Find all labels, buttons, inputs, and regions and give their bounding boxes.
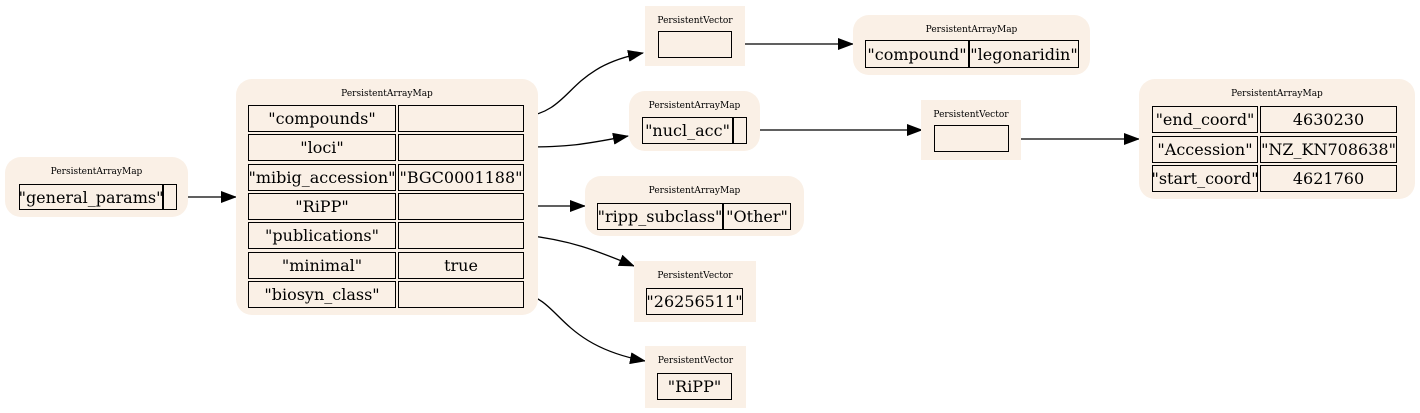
- map-value-cell: "legonaridin": [969, 40, 1079, 68]
- vector-item-port: [934, 125, 1009, 152]
- map-key-cell: "end_coord": [1152, 106, 1258, 133]
- map-value-cell: [398, 192, 524, 220]
- map-value-cell: true: [398, 251, 524, 279]
- map-key-cell: "start_coord": [1151, 165, 1259, 192]
- node-type-label: PersistentVector: [657, 356, 734, 366]
- compounds-vector-node: PersistentVector: [645, 6, 745, 66]
- nucl-acc-vector-node: PersistentVector: [921, 100, 1021, 160]
- main-map-node: PersistentArrayMap "compounds""loci""mib…: [236, 79, 538, 315]
- map-key-cell: "RiPP": [248, 192, 396, 220]
- map-key-cell: "compounds": [248, 105, 396, 132]
- map-key-cell: "minimal": [248, 251, 396, 279]
- node-type-label: PersistentVector: [933, 110, 1009, 120]
- ripp-map-node: PersistentArrayMap "ripp_subclass" "Othe…: [585, 176, 804, 236]
- map-key-cell: "ripp_subclass": [597, 203, 723, 230]
- map-value-cell: [398, 280, 524, 308]
- node-type-label: PersistentVector: [657, 271, 733, 281]
- node-type-label: PersistentArrayMap: [50, 167, 143, 177]
- map-key-cell: "publications": [248, 222, 396, 250]
- loci-map-node: PersistentArrayMap "nucl_acc": [629, 91, 760, 151]
- edge-loci-to-loci-map: [523, 132, 629, 148]
- map-value-port: [163, 184, 177, 210]
- node-type-label: PersistentArrayMap: [341, 89, 433, 99]
- accession-map-node: PersistentArrayMap "end_coord"4630230"Ac…: [1139, 79, 1415, 199]
- map-value-port: [733, 117, 747, 144]
- node-type-label: PersistentArrayMap: [648, 101, 741, 111]
- node-type-label: PersistentVector: [657, 16, 733, 26]
- edge-publications-to-vector: [523, 234, 635, 267]
- biosyn-class-vector-node: PersistentVector "RiPP": [645, 346, 746, 408]
- map-value-cell: [398, 222, 524, 250]
- map-value-cell: "Other": [723, 203, 791, 230]
- compound-map-node: PersistentArrayMap "compound" "legonarid…: [853, 15, 1090, 75]
- node-type-label: PersistentArrayMap: [1231, 89, 1323, 99]
- map-value-cell: [398, 134, 524, 162]
- edge-compounds-to-vector: [523, 49, 644, 118]
- vector-item-port: [658, 31, 732, 58]
- map-key-cell: "general_params": [19, 184, 163, 210]
- map-value-cell: [398, 105, 524, 132]
- publications-vector-node: PersistentVector "26256511": [634, 261, 756, 322]
- map-key-cell: "biosyn_class": [248, 280, 396, 308]
- general-params-map-node: PersistentArrayMap "general_params": [5, 157, 188, 217]
- node-type-label: PersistentArrayMap: [648, 186, 741, 196]
- node-type-label: PersistentArrayMap: [925, 25, 1018, 35]
- map-value-cell: "BGC0001188": [398, 163, 524, 191]
- map-key-cell: "nucl_acc": [642, 117, 733, 144]
- map-key-cell: "compound": [865, 40, 969, 68]
- map-key-cell: "Accession": [1152, 135, 1258, 163]
- map-value-cell: 4621760: [1260, 165, 1397, 192]
- map-key-cell: "loci": [248, 134, 396, 162]
- map-value-cell: "NZ_KN708638": [1260, 135, 1397, 163]
- edge-biosyn-class-to-vector: [523, 293, 646, 365]
- map-key-cell: "mibig_accession": [248, 163, 396, 191]
- vector-item-cell: "26256511": [646, 288, 743, 315]
- map-value-cell: 4630230: [1260, 106, 1397, 133]
- vector-item-cell: "RiPP": [657, 373, 732, 400]
